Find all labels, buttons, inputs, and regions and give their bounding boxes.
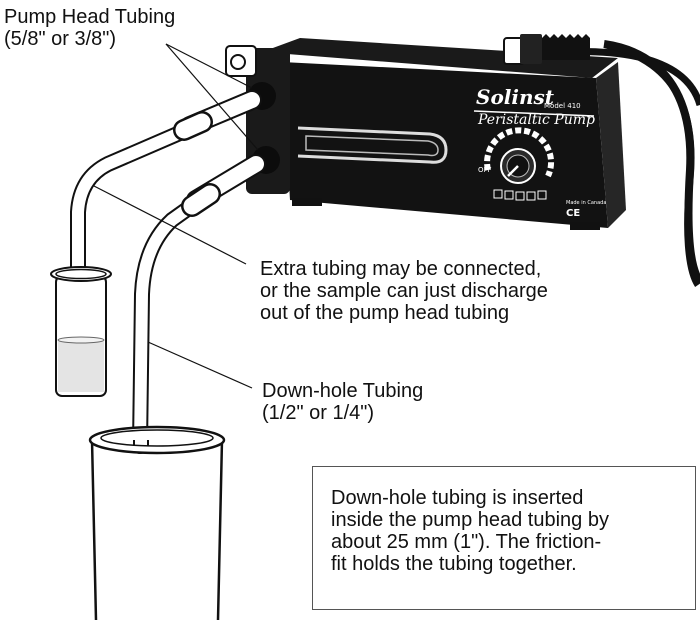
brand-logo: Solinst: [476, 85, 555, 109]
note-text: Down-hole tubing is inserted inside the …: [331, 487, 609, 575]
pump-side: [596, 62, 626, 228]
pump-head-tubing-sizes: (5/8" or 3/8"): [4, 28, 117, 50]
power-cable-main: [603, 40, 700, 285]
speed-dial: OFF: [478, 127, 555, 201]
sample-water: [58, 340, 104, 392]
note-line-3: about 25 mm (1"). The friction-: [331, 531, 602, 553]
product-label: Peristaltic Pump: [477, 112, 595, 128]
carry-handle: [297, 126, 448, 164]
ce-mark: CE: [566, 208, 580, 219]
well-casing: [88, 425, 226, 621]
down-hole-tubing-sizes: (1/2" or 1/4"): [262, 402, 375, 424]
pump: Solinst Model 410 Peristaltic Pump OFF M…: [225, 34, 626, 230]
note-line-2: inside the pump head tubing by: [331, 509, 609, 531]
pump-head-tubing-label: Pump Head Tubing (5/8" or 3/8"): [4, 6, 175, 50]
down-hole-tubing-label: Down-hole Tubing (1/2" or 1/4"): [262, 380, 423, 424]
note-line-4: fit holds the tubing together.: [331, 553, 577, 575]
dial-off-label: OFF: [478, 166, 492, 174]
note-line-1: Down-hole tubing is inserted: [331, 487, 584, 509]
down-hole-tubing-title: Down-hole Tubing: [262, 380, 424, 402]
extra-tubing-line-1: Extra tubing may be connected,: [260, 258, 542, 280]
extra-tubing-label: Extra tubing may be connected, or the sa…: [260, 258, 548, 324]
extra-tubing-line-2: or the sample can just discharge: [260, 280, 548, 302]
pump-top: [262, 38, 618, 78]
model-label: Model 410: [544, 102, 581, 110]
origin-label: Made in Canada: [566, 200, 606, 206]
bracket-knob: [230, 54, 246, 70]
down-hole-tubing: [132, 192, 208, 454]
pump-head-tubing-title: Pump Head Tubing: [4, 6, 176, 28]
power-plug: [503, 34, 590, 65]
note-box: Down-hole tubing is inserted inside the …: [312, 466, 696, 610]
extra-tubing-line-3: out of the pump head tubing: [260, 302, 510, 324]
tubing: [70, 90, 266, 454]
sample-jar: [50, 266, 112, 397]
leader-lines: [93, 43, 259, 389]
